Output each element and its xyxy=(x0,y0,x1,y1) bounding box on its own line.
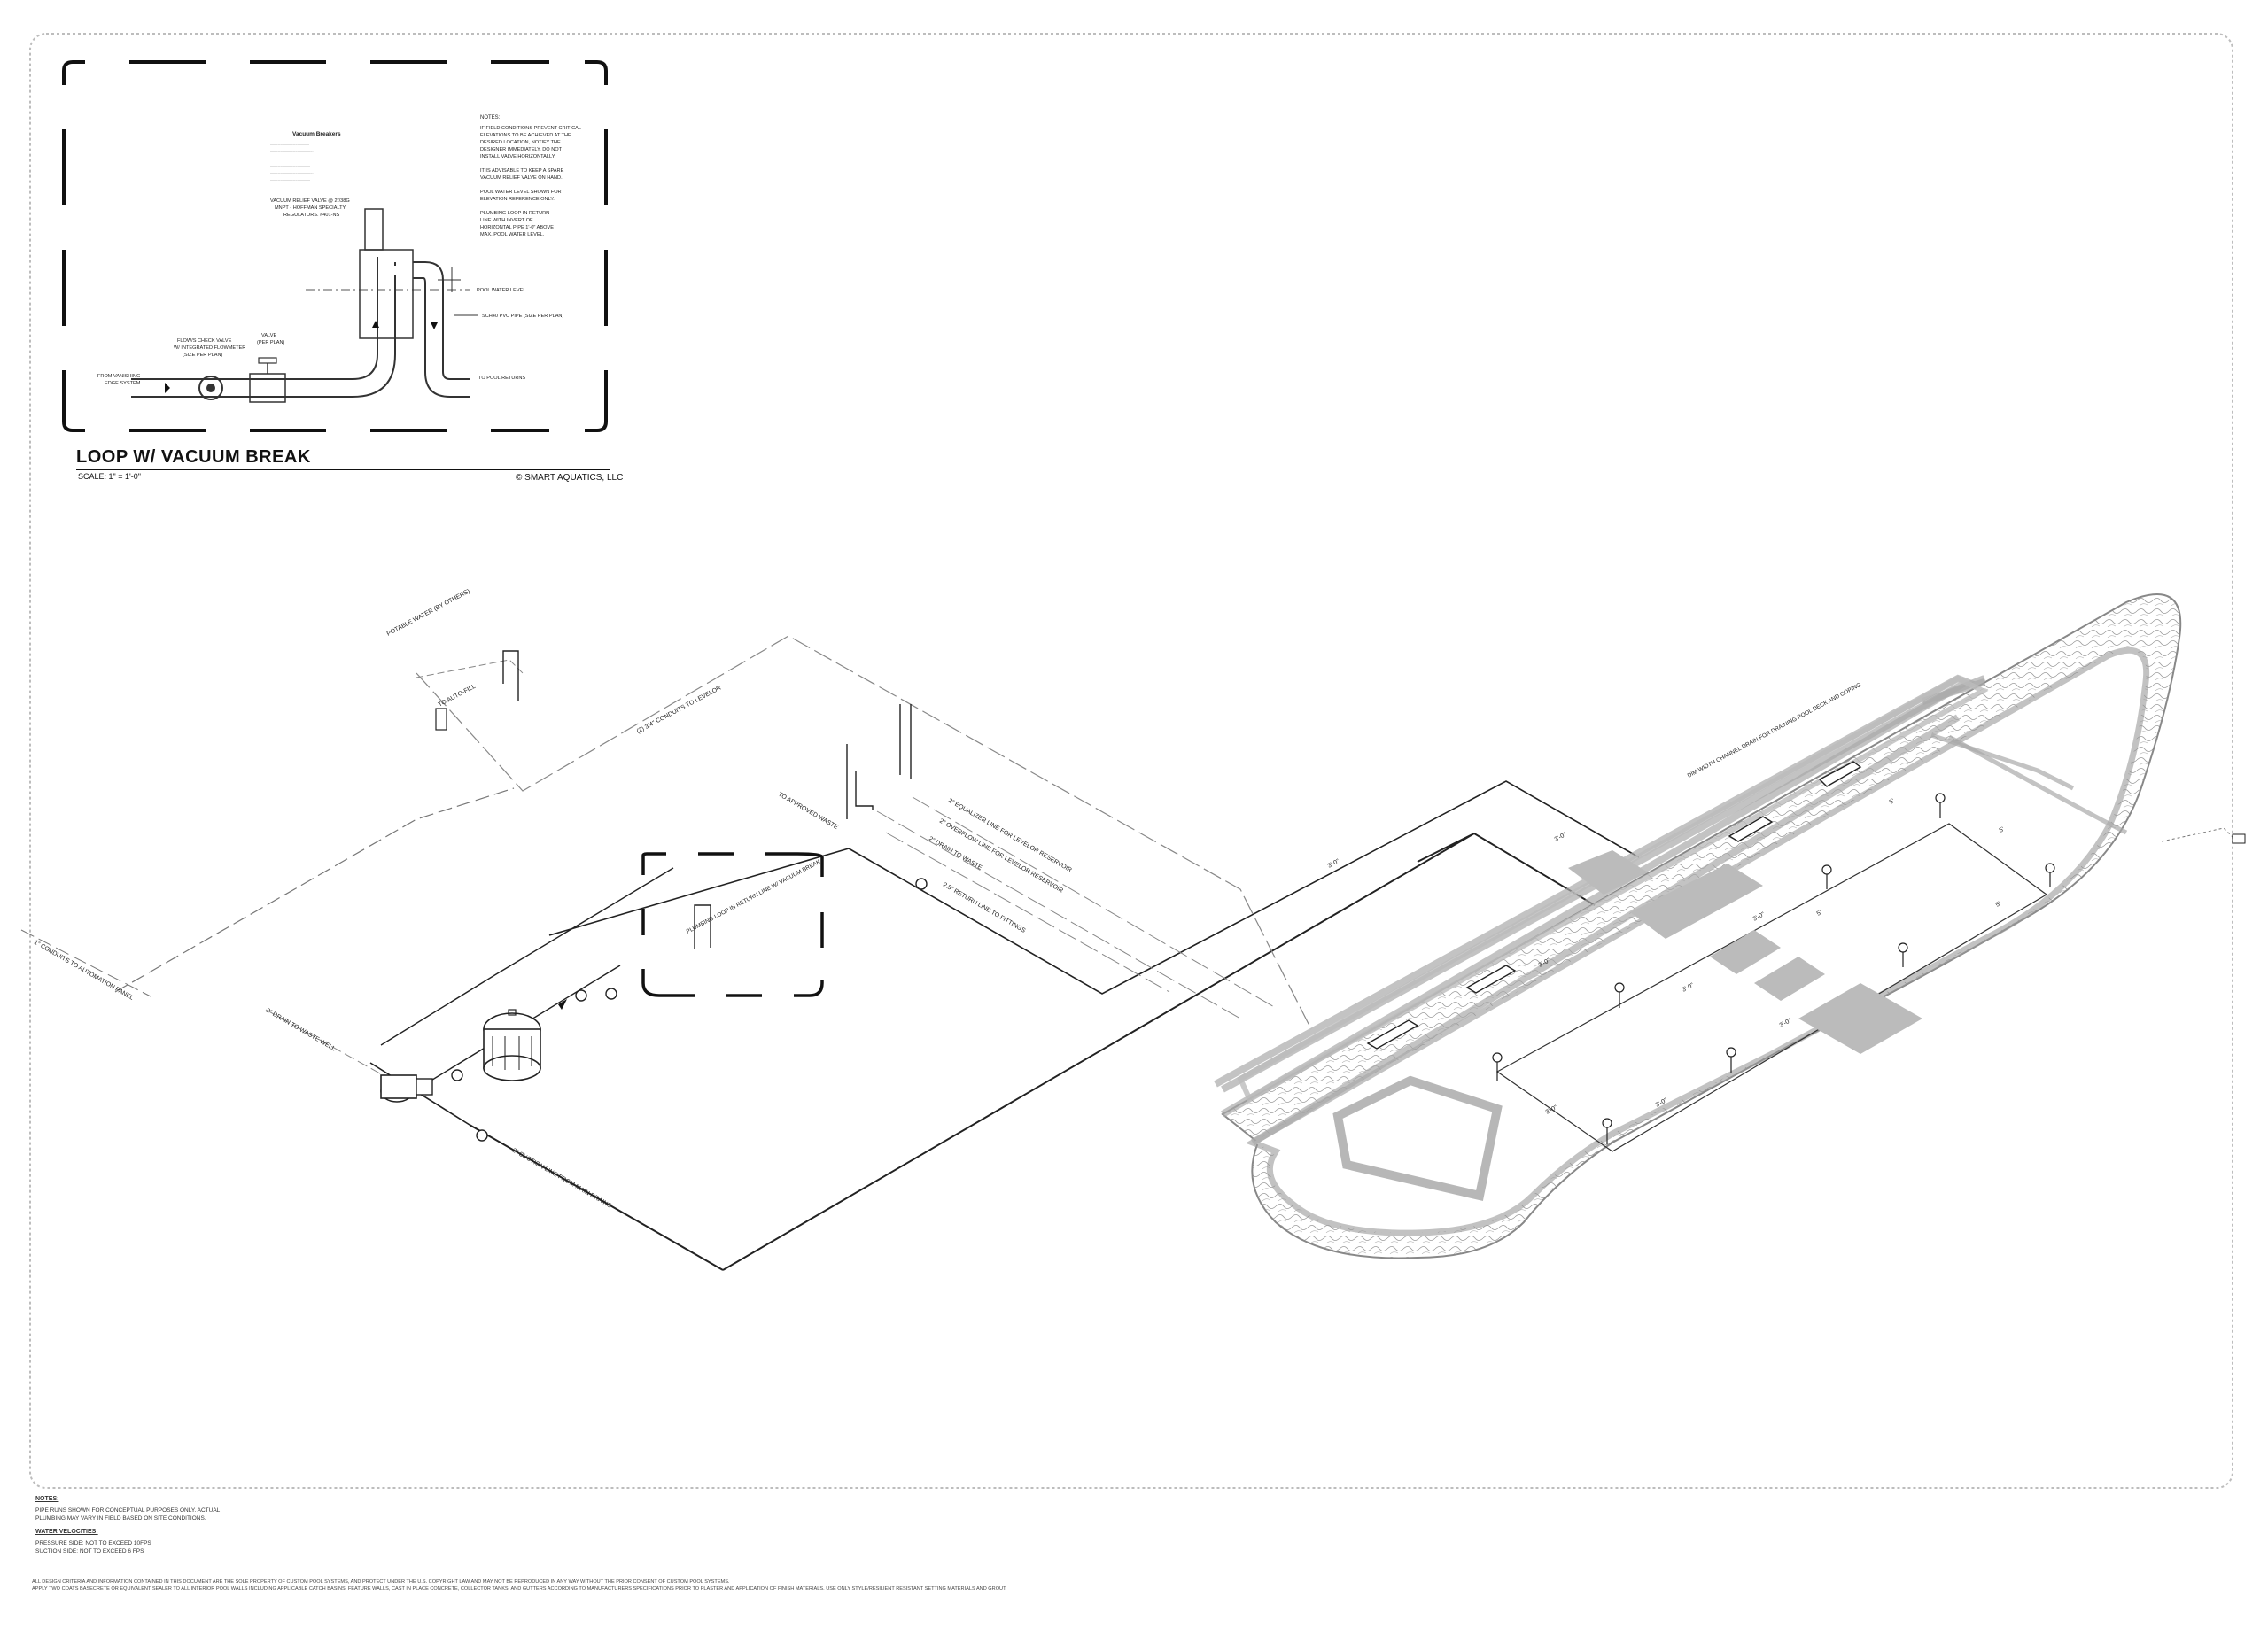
to-pool-returns-label: TO POOL RETURNS xyxy=(478,376,525,381)
levelor-conduit-label: (2) 3/4" CONDUITS TO LEVELOR xyxy=(636,685,723,734)
suction-line-label: 2" SUCTION LINE FROM MAIN DRAINS xyxy=(511,1148,612,1210)
detail-note-line: HORIZONTAL PIPE 1'-0" ABOVE xyxy=(480,225,554,230)
note-line: PLUMBING MAY VARY IN FIELD BASED ON SITE… xyxy=(35,1515,206,1522)
vacuum-breakers-heading: Vacuum Breakers xyxy=(292,131,341,137)
loop-note-label: PLUMBING LOOP IN RETURN LINE W/ VACUUM B… xyxy=(686,858,822,934)
spa-outline xyxy=(1332,1075,1503,1202)
flow-arrow-icon xyxy=(165,383,170,393)
pool-water-level-label: POOL WATER LEVEL xyxy=(477,288,525,293)
flow-arrow-icon xyxy=(431,322,438,329)
label-line: EDGE SYSTEM xyxy=(105,381,141,386)
detail-note-line: DESIRED LOCATION, NOTIFY THE xyxy=(480,140,561,145)
detail-note-line: ELEVATIONS TO BE ACHIEVED AT THE xyxy=(480,133,571,138)
return-fitting-icons xyxy=(1492,793,2055,1144)
disclaimer-line: ALL DESIGN CRITERIA AND INFORMATION CONT… xyxy=(32,1579,730,1584)
svg-text:NOTES:: NOTES: xyxy=(480,115,501,120)
detail-scale: SCALE: 1" = 1'-0" xyxy=(78,472,141,481)
detail-note-line: INSTALL VALVE HORIZONTALLY. xyxy=(480,154,556,159)
loop-detail: Vacuum Breakers ........................… xyxy=(62,60,608,432)
label-line: W/ INTEGRATED FLOWMETER xyxy=(174,345,245,351)
disclaimer: ALL DESIGN CRITERIA AND INFORMATION CONT… xyxy=(32,1578,1184,1592)
check-valve-icon xyxy=(198,376,223,400)
copyright: © SMART AQUATICS, LLC xyxy=(516,473,624,483)
loop-callout-box xyxy=(641,852,824,997)
overflow-waste-label: TO APPROVED WASTE xyxy=(777,792,839,832)
pipe-size-label: SCH40 PVC PIPE (SIZE PER PLAN) xyxy=(482,314,563,319)
disclaimer-line: APPLY TWO COATS BASECRETE OR EQUIVALENT … xyxy=(32,1586,1007,1592)
velocity-line: SUCTION SIDE: NOT TO EXCEED 6 FPS xyxy=(35,1548,144,1554)
detail-notes: NOTES: IF FIELD CONDITIONS PREVENT CRITI… xyxy=(480,115,581,237)
potable-water-label: POTABLE WATER (BY OTHERS) xyxy=(386,588,471,638)
svg-text:..............................: ........................................… xyxy=(270,143,309,146)
footer-notes: NOTES: PIPE RUNS SHOWN FOR CONCEPTUAL PU… xyxy=(35,1495,1143,1555)
label-line: VALVE xyxy=(261,333,276,338)
detail-note-line: DESIGNER IMMEDIATELY. DO NOT xyxy=(480,147,563,152)
vacuum-relief-label: VACUUM RELIEF VALVE @ 2"/38G MNPT - HOFF… xyxy=(270,198,350,218)
velocity-line: PRESSURE SIDE: NOT TO EXCEED 10FPS xyxy=(35,1540,151,1546)
dimension-label: 5' xyxy=(1889,798,1896,806)
gutter-note-label: DIM WIDTH CHANNEL DRAIN FOR DRAINING POO… xyxy=(1687,682,1862,779)
detail-note-line: ELEVATION REFERENCE ONLY. xyxy=(480,197,555,202)
velocity-heading: WATER VELOCITIES: xyxy=(35,1529,98,1535)
sheet-border xyxy=(29,33,2233,1489)
pool-floor-outline xyxy=(1495,823,2048,1152)
label-line: VACUUM RELIEF VALVE @ 2"/38G xyxy=(270,198,350,204)
auto-fill-label: TO AUTO-FILL xyxy=(438,684,478,709)
from-label: FROM VANISHING EDGE SYSTEM xyxy=(97,374,141,386)
return-line xyxy=(848,780,1640,995)
detail-note-line: POOL WATER LEVEL SHOWN FOR xyxy=(480,190,562,195)
vacuum-relief-valve-icon xyxy=(364,208,384,251)
dimension-label: 5' xyxy=(1995,901,2002,909)
automation-conduit-label: 1" CONDUITS TO AUTOMATION PANEL xyxy=(33,940,135,1002)
svg-text:..............................: ........................................… xyxy=(270,178,310,182)
flow-arrow-icon xyxy=(372,321,379,328)
filter-icon xyxy=(483,1009,541,1081)
valve-icons xyxy=(451,878,928,1142)
detail-note-line: IT IS ADVISABLE TO KEEP A SPARE xyxy=(480,168,564,174)
dimension-label: 3'-0" xyxy=(1554,832,1568,843)
notes-heading: NOTES: xyxy=(35,1496,59,1502)
detail-title: LOOP W/ VACUUM BREAK xyxy=(76,447,311,467)
detail-note-line: MAX. POOL WATER LEVEL. xyxy=(480,232,545,237)
dimension-label: 5' xyxy=(1999,826,2006,834)
isometric-plan xyxy=(20,593,2246,1271)
drain-waste-well-label: 2" DRAIN TO WASTE WELL xyxy=(265,1008,337,1053)
svg-text:..............................: ........................................… xyxy=(270,157,312,160)
label-line: REGULATORS. #401-NS xyxy=(284,213,339,218)
note-line: PIPE RUNS SHOWN FOR CONCEPTUAL PURPOSES … xyxy=(35,1507,221,1514)
detail-note-line: LINE WITH INVERT OF xyxy=(480,218,533,223)
label-line: (SIZE PER PLAN) xyxy=(183,353,223,358)
title-rule xyxy=(76,469,610,470)
dimension-label: 5' xyxy=(1816,910,1823,918)
svg-text:..............................: ........................................… xyxy=(270,171,314,174)
flow-check-label: FLOW/S CHECK VALVE W/ INTEGRATED FLOWMET… xyxy=(174,338,245,358)
detail-note-line: PLUMBING LOOP IN RETURN xyxy=(480,211,549,216)
valve-icon xyxy=(249,373,286,403)
shaded-zones xyxy=(1568,850,1922,1054)
label-line: (PER PLAN) xyxy=(257,340,285,345)
svg-text:..............................: ........................................… xyxy=(270,164,310,167)
suction-line xyxy=(722,832,1596,1271)
detail-note-line: IF FIELD CONDITIONS PREVENT CRITICAL xyxy=(480,126,581,131)
skimmer-icons xyxy=(1366,761,1862,1050)
dimension-label: 3'-0" xyxy=(1327,858,1341,870)
valve-label: VALVE (PER PLAN) xyxy=(257,333,285,345)
label-line: FLOW/S CHECK VALVE xyxy=(177,338,232,344)
detail-note-line: VACUUM RELIEF VALVE ON HAND. xyxy=(480,175,563,181)
svg-text:..............................: ........................................… xyxy=(270,150,314,153)
label-line: FROM VANISHING xyxy=(97,374,140,379)
pump-icon xyxy=(380,1074,433,1103)
label-line: MNPT - HOFFMAN SPECIALTY xyxy=(275,205,346,211)
